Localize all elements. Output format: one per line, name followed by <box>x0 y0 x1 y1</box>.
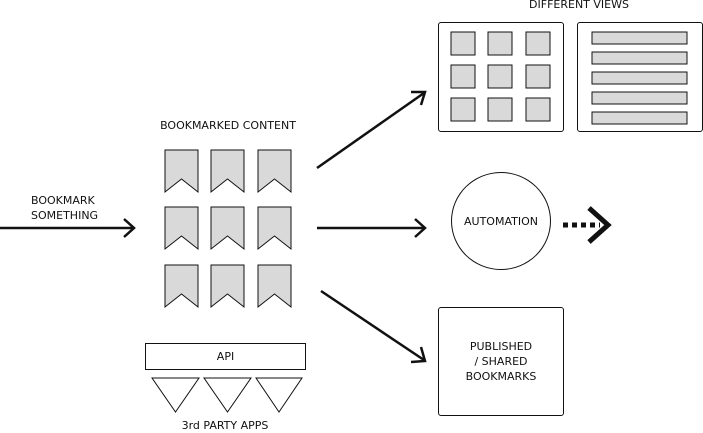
grid-tile <box>450 64 476 89</box>
list-row <box>591 51 688 65</box>
bookmark-label-line2: SOMETHING <box>31 209 99 222</box>
grid-tile <box>525 64 551 89</box>
grid-tile <box>525 31 551 56</box>
bookmark-icon <box>210 149 245 194</box>
bookmark-icon <box>257 149 292 194</box>
bookmark-grid <box>164 149 292 309</box>
list-row <box>591 91 688 105</box>
triangle-app-icon <box>255 377 303 413</box>
published-line3: BOOKMARKS <box>465 370 537 383</box>
published-line1: PUBLISHED <box>469 340 533 353</box>
grid-tile <box>525 97 551 122</box>
automation-output-arrow <box>563 206 612 244</box>
grid-tile <box>487 64 513 89</box>
third-party-apps-group <box>151 377 303 413</box>
bookmark-icon <box>164 264 199 309</box>
bookmark-icon <box>257 264 292 309</box>
list-row <box>591 71 688 85</box>
bookmark-icon <box>257 206 292 251</box>
grid-view-box <box>438 22 564 132</box>
arrow-to-automation <box>317 218 427 238</box>
arrow-to-views <box>316 90 427 170</box>
triangle-app-icon <box>203 377 252 413</box>
grid-tile <box>450 31 476 56</box>
automation-label: AUTOMATION <box>464 214 538 228</box>
api-box: API <box>145 343 306 370</box>
bookmark-something-label: BOOKMARK SOMETHING <box>31 193 98 223</box>
grid-view-tiles <box>450 31 551 122</box>
triangle-app-icon <box>151 377 200 413</box>
published-shared-box: PUBLISHED / SHARED BOOKMARKS <box>438 307 564 416</box>
list-row <box>591 31 688 45</box>
list-view-rows <box>591 31 688 125</box>
third-party-apps-label: 3rd PARTY APPS <box>181 419 269 432</box>
grid-tile <box>487 31 513 56</box>
published-line2: / SHARED <box>474 355 528 368</box>
bookmark-icon <box>164 206 199 251</box>
list-row <box>591 111 688 125</box>
bookmark-icon <box>210 264 245 309</box>
bookmark-icon <box>164 149 199 194</box>
published-label: PUBLISHED / SHARED BOOKMARKS <box>466 339 537 384</box>
list-view-box <box>577 22 703 132</box>
different-views-label: DIFFERENT VIEWS <box>529 0 629 11</box>
arrow-to-published <box>320 289 427 364</box>
api-label: API <box>216 350 235 363</box>
automation-circle: AUTOMATION <box>451 172 551 270</box>
bookmark-icon <box>210 206 245 251</box>
bookmarked-content-label: BOOKMARKED CONTENT <box>160 119 296 132</box>
grid-tile <box>450 97 476 122</box>
grid-tile <box>487 97 513 122</box>
bookmark-label-line1: BOOKMARK <box>31 194 95 207</box>
bookmark-input-arrow <box>0 218 136 238</box>
